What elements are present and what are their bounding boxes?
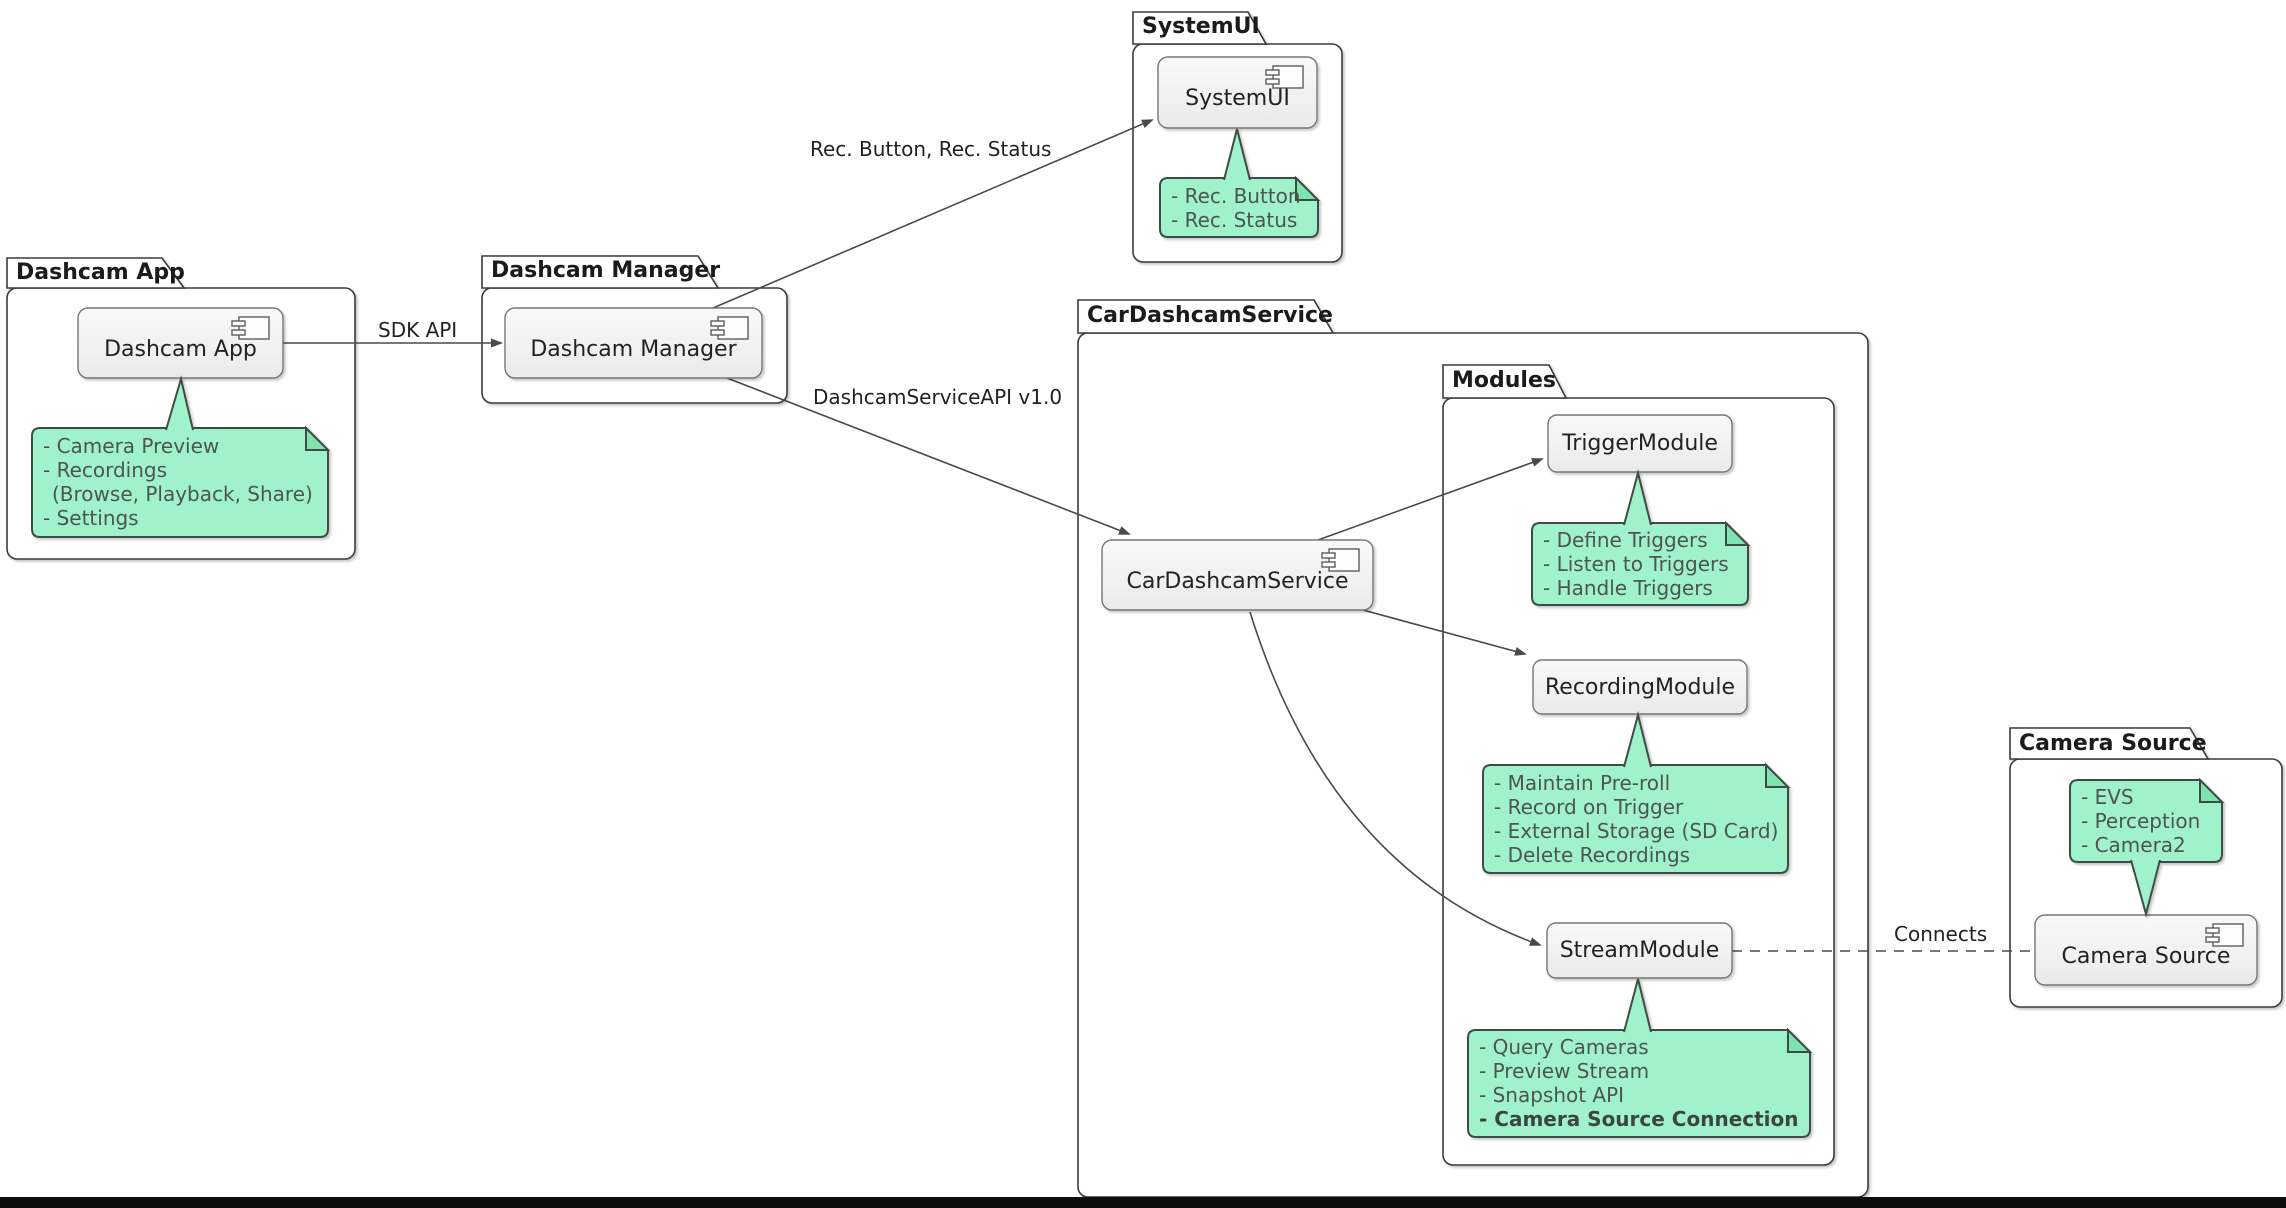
component-dashcam-manager <box>504 307 763 379</box>
note-line: - Rec. Status <box>1171 208 1298 232</box>
note-line: - Settings <box>43 506 139 530</box>
component-trigger-module <box>1547 414 1733 473</box>
component-label-camera-source: Camera Source <box>2061 943 2231 969</box>
note-line: - Record on Trigger <box>1494 795 1684 819</box>
component-label-dashcam-app: Dashcam App <box>104 336 257 362</box>
note-line: - Camera Preview <box>43 434 220 458</box>
note-line: - Perception <box>2081 809 2201 833</box>
package-title-dashcam-app: Dashcam App <box>16 260 185 285</box>
bottom-bar <box>0 1197 2286 1208</box>
component-label-dashcam-manager: Dashcam Manager <box>530 336 737 362</box>
note-line: - Query Cameras <box>1479 1035 1649 1059</box>
note-text-trigger-module: - Define Triggers - Listen to Triggers -… <box>1543 528 1729 600</box>
note-text-stream-module: - Query Cameras - Preview Stream - Snaps… <box>1479 1035 1799 1131</box>
note-line: - External Storage (SD Card) <box>1494 819 1779 843</box>
component-recording-module <box>1532 659 1748 715</box>
package-title-camera-source: Camera Source <box>2019 731 2207 756</box>
component-icon <box>231 316 270 340</box>
note-systemui <box>1159 128 1321 238</box>
package-title-systemui: SystemUI <box>1142 14 1260 39</box>
edge-label-dashcam-service-api: DashcamServiceAPI v1.0 <box>813 385 1063 409</box>
edge-to-stream-module <box>1249 611 1542 946</box>
note-line: (Browse, Playback, Share) <box>52 482 313 506</box>
component-systemui <box>1157 56 1318 129</box>
note-line: - EVS <box>2081 785 2134 809</box>
note-stream-module <box>1467 978 1813 1138</box>
note-dashcam-app <box>31 375 331 538</box>
edge-to-trigger-module <box>1317 458 1544 541</box>
package-title-cardashcamservice: CarDashcamService <box>1087 303 1333 328</box>
component-dashcam-app <box>77 307 284 379</box>
package-title-dashcam-manager: Dashcam Manager <box>491 258 721 283</box>
component-icon <box>1265 65 1304 89</box>
note-text-recording-module: - Maintain Pre-roll - Record on Trigger … <box>1494 771 1778 867</box>
note-line: - Camera2 <box>2081 833 2186 857</box>
note-recording-module <box>1482 711 1791 874</box>
note-text-systemui: - Rec. Button - Rec. Status <box>1171 184 1301 232</box>
component-stream-module <box>1546 922 1733 979</box>
component-icon <box>710 316 749 340</box>
component-label-stream-module: StreamModule <box>1559 938 1720 963</box>
note-line: - Rec. Button <box>1171 184 1301 208</box>
edge-dashcam-service-api <box>726 377 1131 535</box>
edge-rec-button-status <box>712 119 1154 309</box>
note-line: - Recordings <box>43 458 168 482</box>
component-camera-source <box>2034 914 2258 986</box>
package-title-modules: Modules <box>1452 368 1556 393</box>
component-label-trigger-module: TriggerModule <box>1562 431 1718 456</box>
note-line: - Maintain Pre-roll <box>1494 771 1671 795</box>
note-line: - Listen to Triggers <box>1543 552 1729 576</box>
note-line: - Delete Recordings <box>1494 843 1691 867</box>
component-label-systemui: SystemUI <box>1185 86 1290 111</box>
note-line: - Preview Stream <box>1479 1059 1650 1083</box>
edge-label-connects: Connects <box>1894 922 1988 946</box>
note-text-camera-source: - EVS - Perception - Camera2 <box>2081 785 2200 857</box>
component-label-cardashcamservice: CarDashcamService <box>1126 568 1349 594</box>
edge-to-recording-module <box>1362 609 1527 656</box>
edge-label-sdk-api: SDK API <box>378 318 458 342</box>
note-line: - Snapshot API <box>1479 1083 1625 1107</box>
note-line: - Camera Source Connection <box>1479 1107 1799 1131</box>
component-cardashcamservice <box>1101 539 1374 611</box>
component-label-recording-module: RecordingModule <box>1544 674 1736 700</box>
component-icon <box>2205 923 2244 947</box>
edge-label-rec-button-status: Rec. Button, Rec. Status <box>810 137 1052 161</box>
note-trigger-module <box>1531 469 1751 606</box>
note-line: - Define Triggers <box>1543 528 1708 552</box>
note-camera-source <box>2069 777 2225 918</box>
note-line: - Handle Triggers <box>1543 576 1713 600</box>
component-icon <box>1321 548 1360 572</box>
note-text-dashcam-app: - Camera Preview - Recordings (Browse, P… <box>43 434 313 530</box>
